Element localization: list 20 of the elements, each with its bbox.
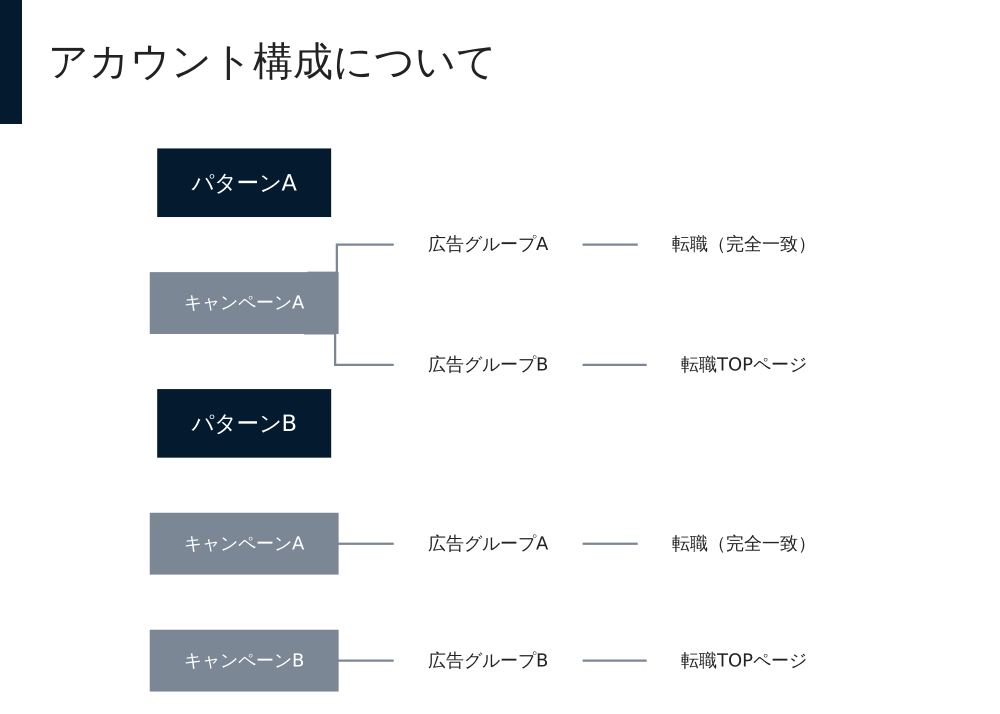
connector: [582, 364, 648, 366]
connector: [338, 542, 394, 545]
connector: [582, 542, 638, 545]
node-text: 転職TOPページ: [681, 649, 807, 671]
node-text: 転職TOPページ: [681, 354, 807, 376]
connector: [338, 660, 394, 662]
node-box: パターンA: [157, 148, 332, 218]
connector: [582, 660, 648, 662]
node-text: 広告グループB: [428, 649, 548, 671]
connector: [582, 243, 638, 246]
node-box: パターンB: [157, 389, 332, 458]
node-text: 転職（完全一致）: [672, 233, 816, 255]
node-text: 広告グループA: [428, 233, 548, 255]
node-text: 広告グループB: [428, 354, 548, 376]
node-text: 転職（完全一致）: [672, 532, 816, 554]
node-text: 広告グループA: [428, 532, 548, 554]
node-box: キャンペーンA: [150, 272, 339, 334]
node-box: キャンペーンB: [150, 630, 339, 692]
node-box: キャンペーンA: [150, 512, 339, 575]
title: アカウント構成について: [48, 38, 497, 87]
